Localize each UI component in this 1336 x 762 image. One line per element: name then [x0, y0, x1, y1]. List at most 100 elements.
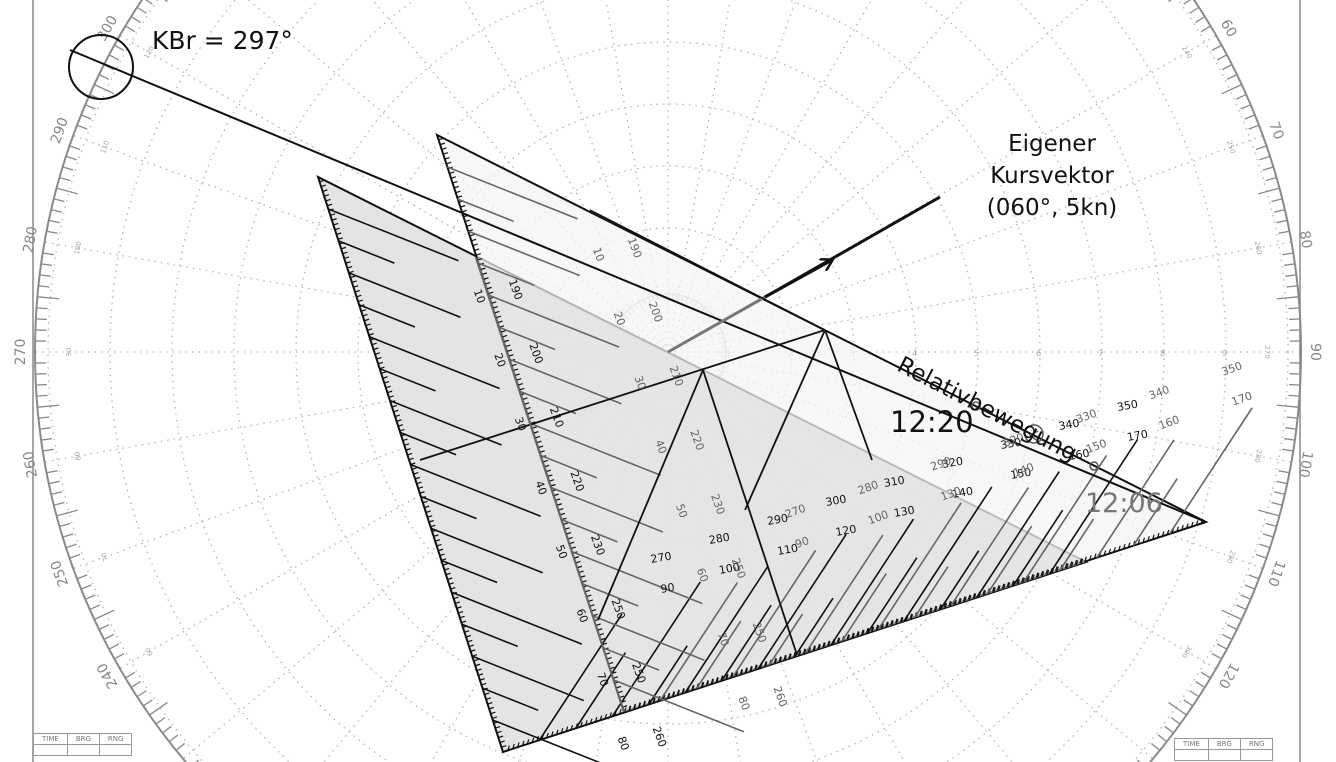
- svg-text:9: 9: [1222, 349, 1227, 358]
- svg-text:260: 260: [21, 450, 41, 479]
- svg-text:30: 30: [632, 374, 649, 392]
- svg-text:170: 170: [1230, 389, 1254, 408]
- svg-text:260: 260: [650, 725, 669, 749]
- svg-text:170: 170: [1126, 428, 1149, 444]
- svg-text:60: 60: [144, 646, 155, 658]
- time-label-1206: 12:06: [1085, 488, 1163, 519]
- svg-text:100: 100: [73, 241, 83, 256]
- svg-text:300: 300: [824, 493, 847, 509]
- svg-text:340: 340: [1147, 383, 1171, 402]
- svg-text:280: 280: [1253, 449, 1263, 464]
- svg-text:4: 4: [912, 349, 917, 358]
- svg-text:150: 150: [1084, 437, 1108, 456]
- svg-text:80: 80: [73, 451, 82, 461]
- svg-text:100: 100: [718, 561, 741, 577]
- svg-text:50: 50: [673, 502, 690, 520]
- bearing-marker-circle: [68, 34, 134, 100]
- svg-text:130: 130: [893, 504, 916, 520]
- svg-text:110: 110: [99, 139, 111, 154]
- log-table-left: TIME BRG RNG: [33, 733, 133, 756]
- svg-text:260: 260: [1253, 241, 1263, 256]
- own-vector-label-line1: Eigener: [1008, 131, 1096, 157]
- log-header-rng: RNG: [1239, 738, 1274, 750]
- log-header-brg: BRG: [66, 733, 100, 745]
- own-vector-label-line3: (060°, 5kn): [986, 195, 1118, 221]
- svg-text:250: 250: [1225, 139, 1237, 154]
- position-marker-1206: [1089, 461, 1099, 471]
- log-cell[interactable]: [1174, 749, 1209, 761]
- log-table-right: TIME BRG RNG: [1174, 738, 1274, 761]
- svg-text:10: 10: [471, 287, 488, 305]
- time-label-1220: 12:20: [890, 405, 974, 439]
- svg-text:10: 10: [590, 246, 607, 264]
- own-vector-label: Eigener Kursvektor (060°, 5kn): [952, 128, 1152, 224]
- svg-text:270: 270: [1263, 345, 1271, 358]
- svg-text:20: 20: [611, 310, 628, 328]
- svg-text:90: 90: [660, 581, 676, 596]
- svg-text:20: 20: [491, 351, 508, 369]
- svg-text:240: 240: [1180, 45, 1194, 61]
- svg-text:7: 7: [1098, 349, 1103, 358]
- position-marker-1220: [971, 401, 981, 411]
- svg-text:5: 5: [974, 349, 979, 358]
- compass-ring: 300 290 280 270 260 250 240 60 70 80 90 100 110 120 12…: [13, 0, 1323, 762]
- log-header-rng: RNG: [98, 733, 133, 745]
- svg-text:70: 70: [100, 551, 111, 562]
- svg-text:140: 140: [951, 485, 974, 501]
- svg-text:70: 70: [715, 630, 732, 648]
- construction-lines: [419, 257, 873, 713]
- position-marker-cpa: [1024, 424, 1044, 444]
- triangle-overlap: [476, 258, 1086, 712]
- svg-text:340: 340: [1058, 417, 1081, 433]
- svg-text:250: 250: [48, 558, 72, 589]
- bearing-line-297: [69, 49, 1207, 523]
- svg-text:270: 270: [650, 550, 673, 566]
- svg-text:290: 290: [48, 115, 72, 146]
- svg-text:80: 80: [1296, 229, 1315, 249]
- svg-text:270: 270: [13, 339, 29, 366]
- svg-text:310: 310: [883, 474, 906, 490]
- own-course-upper-edge: [589, 209, 826, 331]
- svg-text:8: 8: [1160, 349, 1165, 358]
- log-header-time: TIME: [1174, 738, 1209, 750]
- svg-text:100: 100: [1295, 450, 1315, 479]
- triangle-scales: [319, 137, 1253, 762]
- own-vector-label-line2: Kursvektor: [990, 163, 1114, 189]
- log-cell[interactable]: [1239, 749, 1274, 761]
- svg-text:120: 120: [834, 523, 857, 539]
- svg-text:330: 330: [999, 436, 1022, 452]
- svg-text:350: 350: [1220, 359, 1244, 378]
- svg-text:90: 90: [65, 348, 73, 357]
- svg-text:30: 30: [512, 415, 529, 433]
- log-header-brg: BRG: [1207, 738, 1241, 750]
- svg-text:110: 110: [1264, 558, 1288, 589]
- log-cell[interactable]: [66, 744, 100, 756]
- svg-text:90: 90: [793, 534, 811, 551]
- svg-text:80: 80: [615, 735, 632, 753]
- svg-text:280: 280: [21, 225, 41, 254]
- svg-text:160: 160: [1068, 447, 1091, 463]
- svg-text:6: 6: [1036, 349, 1041, 358]
- svg-text:40: 40: [532, 479, 549, 497]
- svg-text:40: 40: [652, 438, 669, 456]
- svg-text:50: 50: [553, 543, 570, 561]
- own-course-arrow: [764, 260, 832, 299]
- svg-text:70: 70: [594, 671, 611, 689]
- svg-text:350: 350: [1116, 398, 1139, 414]
- svg-text:330: 330: [1074, 407, 1098, 426]
- svg-text:280: 280: [708, 531, 731, 547]
- cpa-arrow-icon: [1028, 430, 1039, 441]
- log-cell[interactable]: [33, 744, 68, 756]
- svg-text:60: 60: [1217, 17, 1240, 40]
- svg-text:60: 60: [574, 607, 591, 625]
- log-cell[interactable]: [1207, 749, 1241, 761]
- own-course-vector-faded: [667, 295, 766, 354]
- log-cell[interactable]: [98, 744, 133, 756]
- log-header-time: TIME: [33, 733, 68, 745]
- svg-text:290: 290: [1225, 549, 1237, 564]
- svg-text:80: 80: [735, 694, 752, 712]
- svg-text:60: 60: [694, 566, 711, 584]
- svg-text:150: 150: [1009, 466, 1032, 482]
- bearing-label: KBr = 297°: [152, 26, 293, 55]
